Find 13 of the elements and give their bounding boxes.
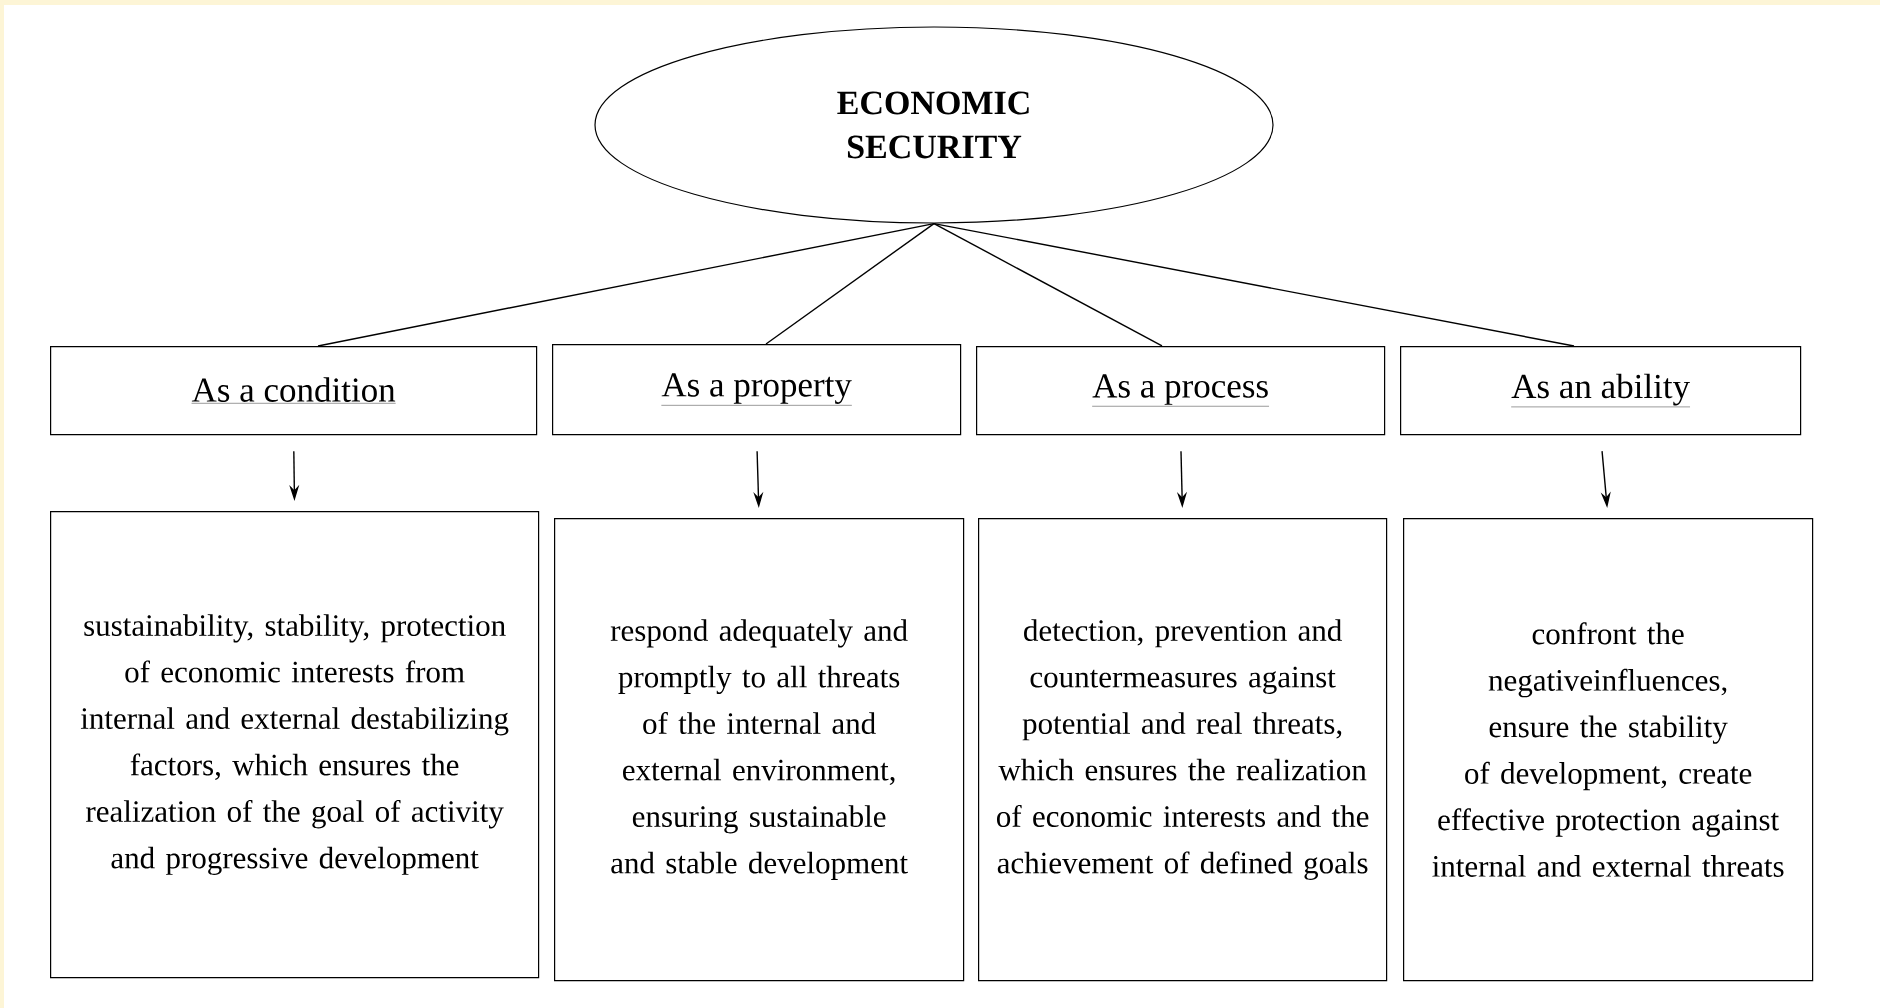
description-box: detection, prevention and countermeasures against potential and real threats, which ensures the realization of economic interests and the achievement of defined goals [978, 518, 1388, 982]
description-box: sustainability, stability, protection of economic interests from internal and external destabilizing factors, which ensures the realization of the goal of activity and progressive development [50, 511, 540, 979]
description-box: confront the negativeinfluences, ensure the stability of development, create effective protection against internal and external threats [1403, 518, 1814, 982]
connector [933, 222, 1575, 347]
connector [317, 222, 935, 347]
category-box: As a process [976, 345, 1386, 436]
category-box: As a condition [50, 345, 538, 436]
category-box: As an ability [1400, 345, 1802, 436]
category-box: As a property [552, 343, 962, 436]
description-box: respond adequately and promptly to all threats of the internal and external environment, ensuring sustainable and stable development [554, 518, 965, 982]
oval-node: ECONOMIC SECURITY [594, 26, 1274, 224]
connector [765, 222, 935, 345]
connector [933, 222, 1163, 347]
